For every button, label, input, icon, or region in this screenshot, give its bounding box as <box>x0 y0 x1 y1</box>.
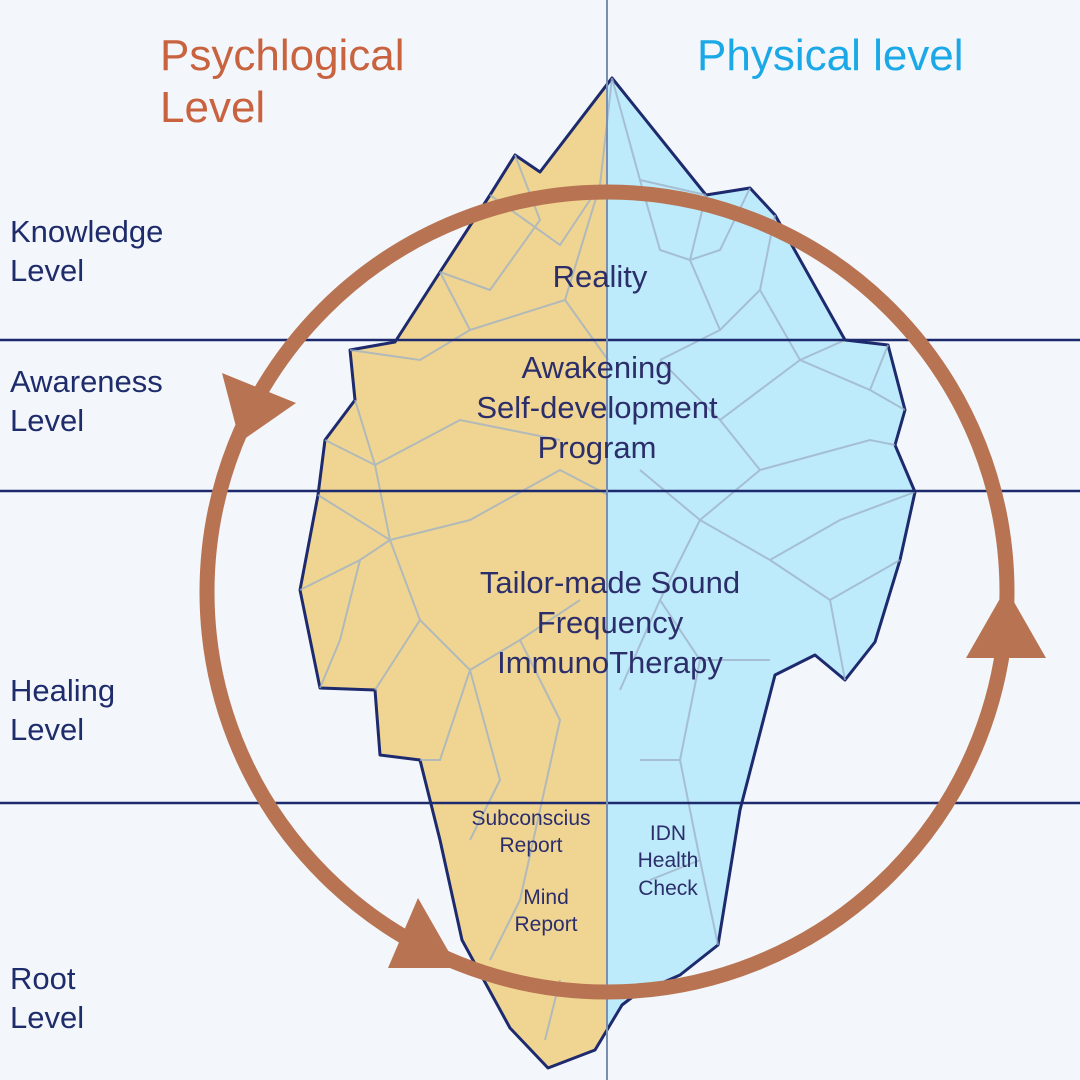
idn-health-check-line3: Check <box>638 877 698 900</box>
level-dividers <box>0 338 1080 805</box>
therapy-line1: Tailor-made Sound <box>480 565 740 600</box>
iceberg <box>298 76 917 1070</box>
healing-level-line2: Level <box>10 712 84 747</box>
knowledge-level-line1: Knowledge <box>10 214 163 249</box>
idn-health-check-line2: Health <box>638 849 699 872</box>
awareness-level-line1: Awareness <box>10 364 163 399</box>
mind-report-line1: Mind <box>523 886 569 909</box>
psychological-header-line1: Psychlogical <box>160 31 405 80</box>
root-level-line1: Root <box>10 961 76 996</box>
arrowhead-left <box>222 373 296 442</box>
mind-report-line2: Report <box>514 913 577 936</box>
awakening-line1: Awakening <box>521 350 672 385</box>
arrowhead-right <box>966 588 1046 658</box>
therapy-line3: ImmunoTherapy <box>497 645 723 680</box>
iceberg-facets <box>299 77 916 1041</box>
awareness-level-line2: Level <box>10 403 84 438</box>
subconscious-report-line1: Subconscius <box>471 807 590 830</box>
knowledge-level-line2: Level <box>10 253 84 288</box>
awakening-line3: Program <box>538 430 657 465</box>
awakening-line2: Self-development <box>476 390 718 425</box>
arrowhead-bottom <box>388 898 458 968</box>
reality-label: Reality <box>553 259 648 294</box>
idn-health-check-line1: IDN <box>650 822 686 845</box>
physical-header: Physical level <box>697 31 964 80</box>
subconscious-report-line2: Report <box>499 834 562 857</box>
psychological-header-line2: Level <box>160 83 265 132</box>
healing-level-line1: Healing <box>10 673 115 708</box>
cycle-arrow <box>199 184 1046 1000</box>
therapy-line2: Frequency <box>537 605 684 640</box>
root-level-line2: Level <box>10 1000 84 1035</box>
iceberg-psychological-half <box>298 82 607 1070</box>
